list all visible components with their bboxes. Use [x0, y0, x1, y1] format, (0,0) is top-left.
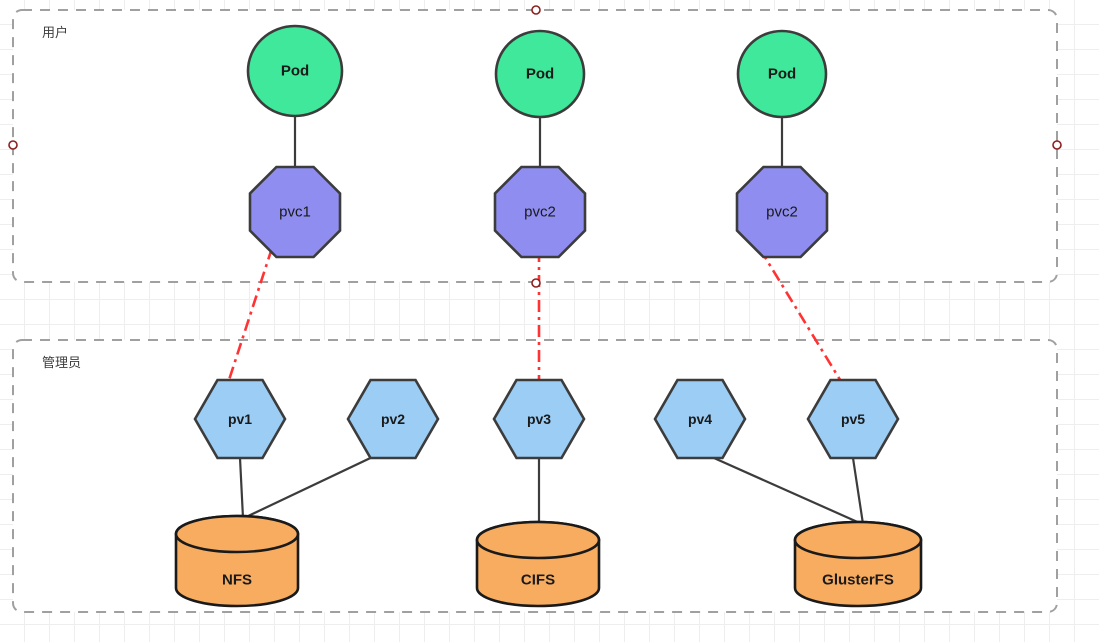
storage-node-storage-nfs[interactable] — [174, 514, 300, 608]
pvc-node-pvc-3[interactable] — [735, 165, 829, 259]
group-title-admin-group: 管理员 — [42, 355, 82, 370]
storage-cap-storage-nfs — [174, 514, 300, 554]
pv-node-pv-4[interactable] — [653, 378, 747, 460]
storage-node-storage-cifs[interactable] — [475, 520, 601, 608]
connector-edge-pv1-nfs[interactable] — [238, 456, 245, 520]
connector-edge-pv2-nfs[interactable] — [242, 450, 385, 520]
storage-cap-storage-gluster — [793, 520, 923, 560]
pv-node-pv-2[interactable] — [346, 378, 440, 460]
bind-connector-bind-pvc2-pv5[interactable] — [758, 248, 844, 384]
connector-edge-pv4-gluster[interactable] — [703, 452, 864, 526]
pod-node-pod-1[interactable] — [246, 24, 344, 118]
storage-node-storage-gluster[interactable] — [793, 520, 923, 608]
pod-node-pod-2[interactable] — [494, 29, 586, 119]
bind-connector-bind-pvc1-pv1[interactable] — [226, 247, 274, 384]
selection-handle-handle-bottom[interactable] — [531, 278, 541, 288]
pod-node-pod-3[interactable] — [736, 29, 828, 119]
connector-edge-pv5-gluster[interactable] — [851, 456, 865, 526]
selection-handle-handle-left[interactable] — [8, 140, 18, 150]
pvc-node-pvc-2[interactable] — [493, 165, 587, 259]
selection-handle-handle-top[interactable] — [531, 5, 541, 15]
selection-handle-handle-right[interactable] — [1052, 140, 1062, 150]
group-title-user-group: 用户 — [42, 25, 69, 40]
pv-node-pv-5[interactable] — [806, 378, 900, 460]
storage-cap-storage-cifs — [475, 520, 601, 560]
pv-node-pv-3[interactable] — [492, 378, 586, 460]
pvc-node-pvc-1[interactable] — [248, 165, 342, 259]
pv-node-pv-1[interactable] — [193, 378, 287, 460]
